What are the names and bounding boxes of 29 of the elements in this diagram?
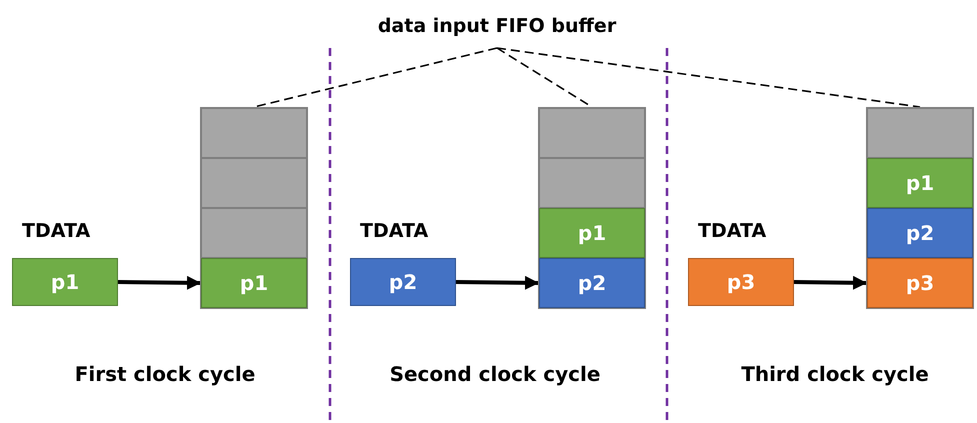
callout-label: data input FIFO buffer [372,8,622,44]
packet-cell: p1 [201,258,307,308]
empty-slot [539,108,645,158]
empty-slot [539,158,645,208]
leader-line [496,47,920,108]
arrow [794,276,868,290]
field-label: TDATA [22,220,90,242]
arrow [118,276,202,290]
caption-text: Second clock cycle [390,362,600,386]
packet-cell: p1 [867,158,973,208]
field-label: TDATA [360,220,428,242]
caption-text: First clock cycle [74,362,256,386]
packet-cell: p2 [539,258,645,308]
data-box: p3 [688,258,794,306]
packet-cell: p3 [867,258,973,308]
empty-slot [867,108,973,158]
fifo-stack [538,107,646,309]
arrow [456,276,540,290]
packet-cell: p2 [867,208,973,258]
data-box: p1 [12,258,118,306]
empty-slot [201,108,307,158]
empty-slot [201,208,307,258]
data-box: p2 [350,258,456,306]
fifo-stack [200,107,308,309]
caption-text: Third clock cycle [741,362,929,386]
packet-cell: p1 [539,208,645,258]
fifo-stack [866,107,974,309]
field-label: TDATA [698,220,766,242]
empty-slot [201,158,307,208]
